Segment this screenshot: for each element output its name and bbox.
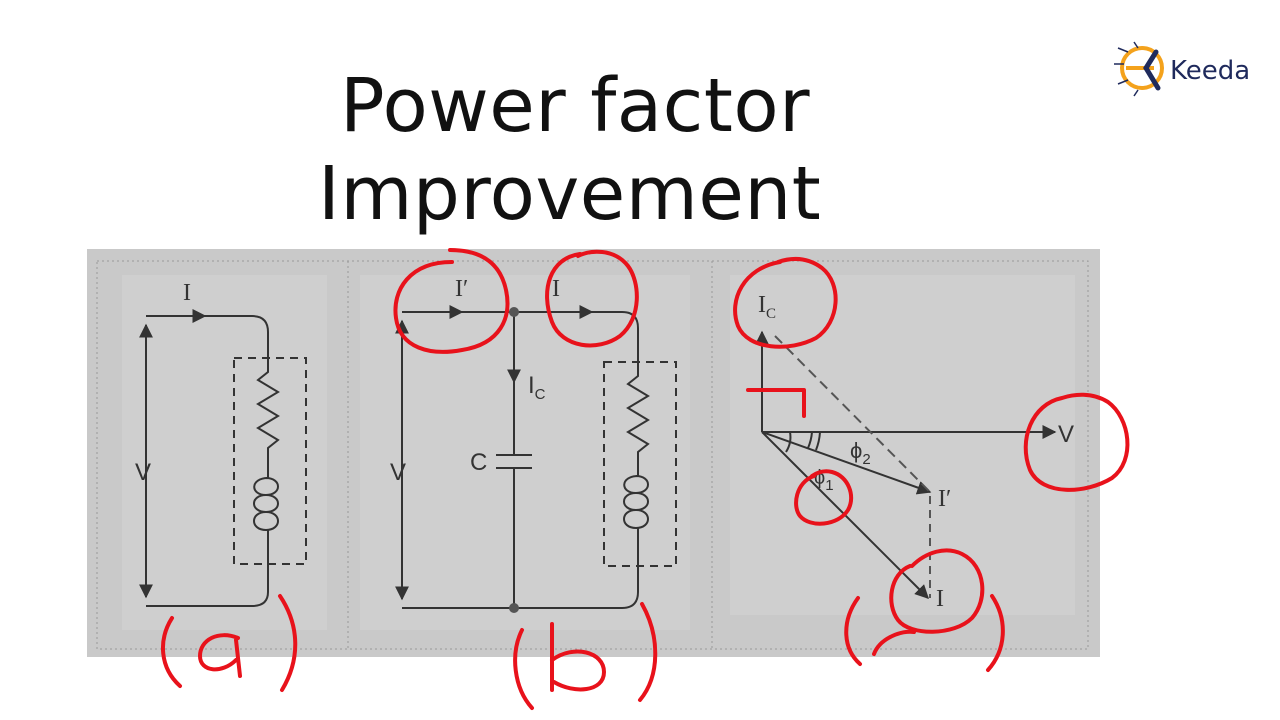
circuit-b-bottom-wire [402,566,639,609]
circuit-b [395,305,677,609]
circuit-a-bottom-wire [146,570,269,607]
circuit-b-resistor [626,362,650,476]
circuit-a-inductor [253,477,279,590]
sub-panel-a [122,275,327,630]
annotation-a-left-paren [161,616,182,688]
annotation-circle-v [1023,392,1130,492]
circuit-a-voltage-label: V [135,459,151,486]
phasor-i-label: I [936,586,944,612]
logo-text: Keeda [1170,56,1251,86]
handwritten-annotations [161,248,1130,710]
circuit-b-cap-label: C [470,449,487,476]
annotation-a-right-paren [278,594,298,692]
phasor-phi2-arc-2 [815,431,821,451]
phasor-dashed-diagonal [774,335,931,493]
circuit-b-top-node [509,307,519,317]
phasor-phi2-label: ϕ2 [850,438,871,468]
circuit-a [139,309,307,607]
sub-panel-c [730,275,1075,615]
circuit-b-load-box [603,361,677,567]
phasor-phi1-arc [785,431,792,453]
annotation-a-letter [198,633,242,678]
page-title: Power factor Improvement [318,62,821,238]
annotation-c-left-paren [844,596,862,666]
circuit-a-resistor [256,358,280,478]
annotation-circle-i-prime [393,248,510,354]
phasor-phi2-arc-1 [807,431,813,449]
annotation-circle-i [545,249,639,348]
circuit-a-top-wire [146,315,269,358]
annotation-b-right-paren [638,602,658,702]
annotation-b-letter [550,622,606,692]
circuit-b-voltage-label: V [390,459,406,486]
circuit-b-cap-current-label: IC [528,372,546,403]
annotation-circle-phi1 [794,469,854,526]
annotation-b-left-paren [513,628,534,710]
circuit-b-total-current-label: I′ [455,276,468,302]
circuit-b-load-current-label: I [552,276,560,302]
phasor-phi1-label: ϕ1 [814,467,834,494]
annotation-circle-i-phasor [889,548,985,634]
phasor-ic-label: IC [758,292,776,322]
circuit-a-load-box [233,357,307,565]
circuit-b-bottom-node [509,603,519,613]
title-line-1: Power factor [340,63,811,149]
phasor-i-prime-label: I′ [938,486,951,512]
title-line-2: Improvement [318,151,822,237]
sub-panel-b [360,275,690,630]
annotation-circle-ic [733,256,838,349]
annotation-c-letter [872,629,916,656]
panel-border [96,260,1089,650]
annotation-c-right-paren [986,594,1005,672]
circuit-a-current-label: I [183,280,191,306]
ekeeda-logo-icon [1114,41,1164,97]
phasor-v-label: V [1058,421,1074,448]
circuit-b-inductor [623,475,649,566]
annotation-right-angle-mark [746,388,806,418]
